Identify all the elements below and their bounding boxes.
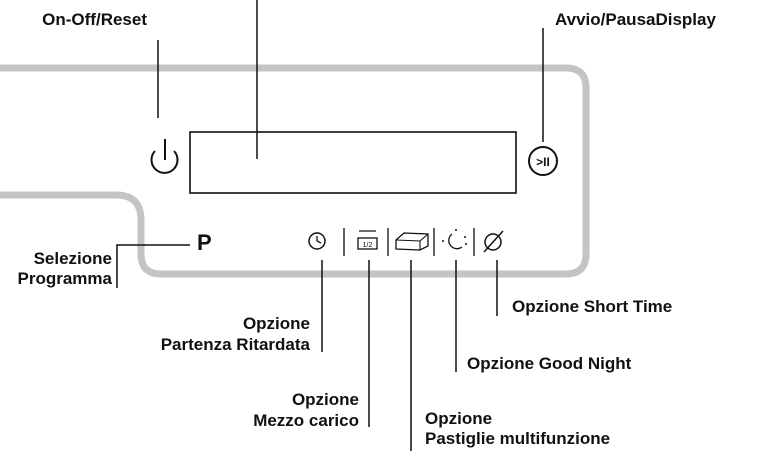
- label-good-night: Opzione Good Night: [467, 354, 632, 373]
- half-load-button[interactable]: 1/2: [357, 230, 378, 250]
- delay-button[interactable]: [308, 232, 326, 250]
- tablet-button[interactable]: [395, 232, 429, 251]
- label-partenza-line2: Partenza Ritardata: [160, 335, 310, 354]
- label-on-off-reset: On-Off/Reset: [42, 10, 147, 29]
- label-partenza-line1: Opzione: [242, 314, 310, 333]
- half-load-fraction: 1/2: [363, 242, 373, 249]
- power-button[interactable]: [150, 139, 179, 174]
- start-pause-button[interactable]: >II: [528, 146, 558, 176]
- display-window: [189, 131, 517, 194]
- tablet-icon: [395, 232, 429, 251]
- panel-outline: [0, 64, 590, 278]
- power-icon: [150, 139, 179, 174]
- label-avvio-pausa-display: Avvio/PausaDisplay: [555, 10, 716, 29]
- play-pause-icon: >II: [528, 146, 558, 176]
- label-selezione: Selezione: [33, 249, 112, 268]
- label-mezzo-line2: Mezzo carico: [253, 411, 359, 430]
- slashed-circle-icon: [483, 230, 504, 253]
- moon-icon: [442, 229, 467, 250]
- short-time-button[interactable]: [483, 230, 504, 253]
- clock-icon: [308, 232, 326, 250]
- label-mezzo-line1: Opzione: [291, 390, 359, 409]
- leader-lines: [116, 0, 544, 451]
- night-button[interactable]: [442, 229, 467, 250]
- program-key-letter: P: [197, 230, 212, 255]
- label-programma: Programma: [17, 269, 112, 288]
- label-short-time: Opzione Short Time: [512, 297, 673, 316]
- leader-program: [116, 244, 190, 288]
- label-pastiglie-line1: Opzione: [425, 409, 493, 428]
- start-pause-glyph: >II: [536, 155, 550, 169]
- half-load-icon: 1/2: [357, 230, 378, 250]
- label-pastiglie-line2: Pastiglie multifunzione: [425, 429, 611, 448]
